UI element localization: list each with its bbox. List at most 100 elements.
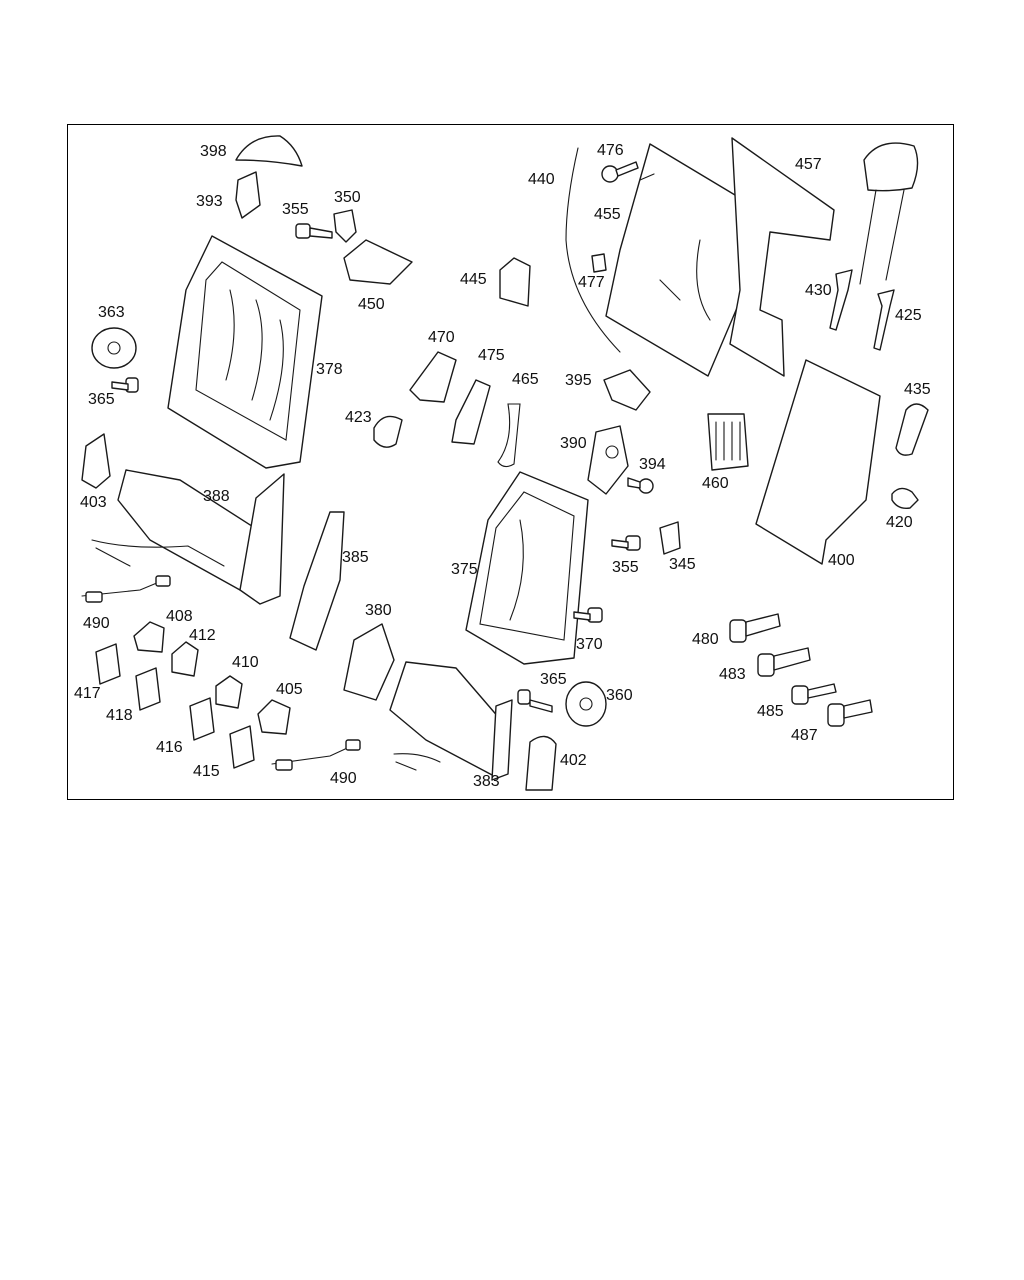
- label-365: 365: [88, 391, 115, 408]
- part-403-panel: [81, 433, 111, 489]
- label-395: 395: [565, 372, 592, 389]
- label-470: 470: [428, 329, 455, 346]
- label-363: 363: [98, 304, 125, 321]
- label-487: 487: [791, 727, 818, 744]
- label-365: 365: [540, 671, 567, 688]
- part-418-clip: [135, 667, 161, 711]
- part-365-bolt-left: [111, 377, 139, 393]
- label-476: 476: [597, 142, 624, 159]
- label-360: 360: [606, 687, 633, 704]
- label-415: 415: [193, 763, 220, 780]
- part-410-bracket: [215, 675, 243, 709]
- part-388-seat-frame: [91, 469, 285, 605]
- part-375-backrest-frame: [465, 471, 589, 665]
- label-350: 350: [334, 189, 361, 206]
- label-480: 480: [692, 631, 719, 648]
- part-423-handle: [373, 415, 403, 448]
- label-378: 378: [316, 361, 343, 378]
- part-355-bolt-right: [611, 535, 641, 551]
- part-480-pin: [729, 613, 781, 643]
- part-412-bracket: [171, 641, 199, 677]
- label-440: 440: [528, 171, 555, 188]
- label-383: 383: [473, 773, 500, 790]
- label-385: 385: [342, 549, 369, 566]
- label-490: 490: [330, 770, 357, 787]
- label-423: 423: [345, 409, 372, 426]
- label-390: 390: [560, 435, 587, 452]
- part-415-clip: [229, 725, 255, 769]
- label-400: 400: [828, 552, 855, 569]
- part-385-bracket: [289, 511, 345, 651]
- part-416-clip: [189, 697, 215, 741]
- label-490: 490: [83, 615, 110, 632]
- part-394-screw: [627, 477, 654, 494]
- label-412: 412: [189, 627, 216, 644]
- diagram-frame: [67, 124, 954, 800]
- label-405: 405: [276, 681, 303, 698]
- label-394: 394: [639, 456, 666, 473]
- label-355: 355: [282, 201, 309, 218]
- part-393-bracket: [235, 171, 261, 219]
- label-345: 345: [669, 556, 696, 573]
- part-360-plate: [565, 681, 607, 727]
- label-410: 410: [232, 654, 259, 671]
- part-487-pin: [827, 699, 873, 727]
- part-425-guide: [873, 289, 895, 351]
- label-403: 403: [80, 494, 107, 511]
- label-402: 402: [560, 752, 587, 769]
- part-390-latch: [587, 425, 629, 495]
- label-430: 430: [805, 282, 832, 299]
- part-378-backrest-frame: [167, 235, 323, 469]
- part-363-plate: [91, 327, 137, 369]
- label-388: 388: [203, 488, 230, 505]
- part-370-bolt: [573, 607, 603, 623]
- part-405-bracket: [257, 699, 291, 735]
- part-435-cover: [895, 403, 929, 456]
- label-417: 417: [74, 685, 101, 702]
- part-450-block: [343, 239, 413, 285]
- label-420: 420: [886, 514, 913, 531]
- label-370: 370: [576, 636, 603, 653]
- part-395-pad: [603, 369, 651, 411]
- part-490-rod-right: [271, 739, 361, 771]
- label-483: 483: [719, 666, 746, 683]
- part-475-panel: [451, 379, 491, 445]
- part-417-clip: [95, 643, 121, 685]
- part-485-bolt: [791, 683, 837, 705]
- part-465-strap: [497, 403, 521, 468]
- part-440-cable: [565, 147, 621, 353]
- label-475: 475: [478, 347, 505, 364]
- part-457-bracket: [729, 137, 835, 377]
- label-465: 465: [512, 371, 539, 388]
- label-450: 450: [358, 296, 385, 313]
- part-365-bolt-right: [517, 689, 553, 713]
- label-455: 455: [594, 206, 621, 223]
- part-380-plate: [343, 623, 395, 701]
- label-393: 393: [196, 193, 223, 210]
- label-460: 460: [702, 475, 729, 492]
- part-355-bolt-left: [295, 223, 333, 239]
- label-416: 416: [156, 739, 183, 756]
- part-476-screw: [601, 161, 639, 183]
- label-355: 355: [612, 559, 639, 576]
- part-345-clip: [659, 521, 681, 555]
- label-380: 380: [365, 602, 392, 619]
- label-408: 408: [166, 608, 193, 625]
- part-383-seat-frame: [389, 661, 513, 781]
- part-headrest: [859, 142, 919, 285]
- part-350-clip: [333, 209, 357, 243]
- part-445-sheet: [499, 257, 531, 307]
- part-460-vent: [707, 413, 749, 471]
- part-483-pin: [757, 647, 811, 677]
- label-435: 435: [904, 381, 931, 398]
- part-420-knob: [891, 487, 919, 510]
- label-425: 425: [895, 307, 922, 324]
- label-477: 477: [578, 274, 605, 291]
- part-408-bracket: [133, 621, 165, 653]
- label-445: 445: [460, 271, 487, 288]
- part-400-cover: [755, 359, 881, 565]
- part-402-cover: [525, 735, 557, 791]
- label-485: 485: [757, 703, 784, 720]
- label-398: 398: [200, 143, 227, 160]
